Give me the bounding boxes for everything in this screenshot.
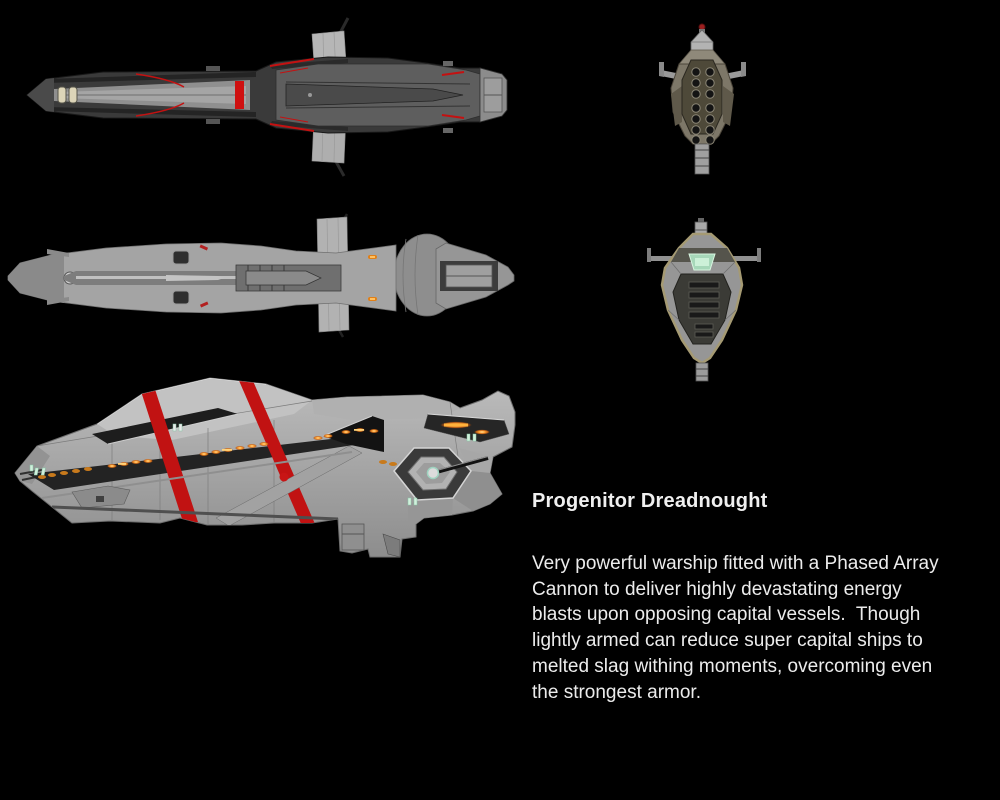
running-lights (38, 427, 397, 479)
description-line: the strongest armor. (532, 681, 701, 703)
winglets (647, 248, 761, 262)
description-line: blasts upon opposing capital vessels. Th… (532, 604, 921, 626)
dreadnought-ventral-view-light (7, 213, 515, 338)
cockpit-canopy (688, 253, 716, 271)
stern-block (479, 67, 508, 123)
red-markings (199, 244, 209, 308)
upper-right-lit-panel (423, 413, 510, 443)
red-accent-markings (135, 58, 465, 132)
ship-description: Very powerful warship fitted with a Phas… (532, 551, 939, 705)
intake-slats (688, 281, 720, 338)
dreadnought-bow-view (647, 218, 761, 382)
green-nav-lights (29, 423, 477, 506)
description-line: lightly armed can reduce super capital s… (532, 630, 923, 652)
description-line: Cannon to deliver highly devastating ene… (532, 578, 902, 600)
tail-section (435, 242, 515, 310)
hull-port (172, 250, 190, 265)
dreadnought-dorsal-view-dark (26, 17, 508, 177)
info-panel: Progenitor Dreadnought Very powerful war… (532, 489, 939, 705)
engine-housing (681, 59, 723, 135)
trench-notch (323, 416, 384, 452)
keel-stub (695, 362, 709, 382)
engine-nozzles (691, 67, 715, 145)
armored-prow (672, 273, 732, 345)
light-trench (28, 436, 374, 490)
description-line: melted slag withing moments, overcoming … (532, 655, 933, 677)
landing-leg (341, 523, 401, 557)
description-line: Very powerful warship fitted with a Phas… (532, 553, 939, 574)
midship-machinery (235, 264, 342, 292)
dreadnought-detail-view (14, 377, 516, 558)
central-spine (54, 80, 250, 110)
red-marker-dot (279, 472, 289, 482)
rear-deck (275, 63, 481, 127)
keel-stub (694, 143, 710, 175)
orange-lights (368, 255, 377, 301)
walkway (215, 445, 363, 527)
dreadnought-stern-view (659, 23, 746, 175)
ship-title: Progenitor Dreadnought (532, 490, 768, 512)
bridge-windows (57, 86, 78, 104)
hull-port (172, 290, 190, 305)
